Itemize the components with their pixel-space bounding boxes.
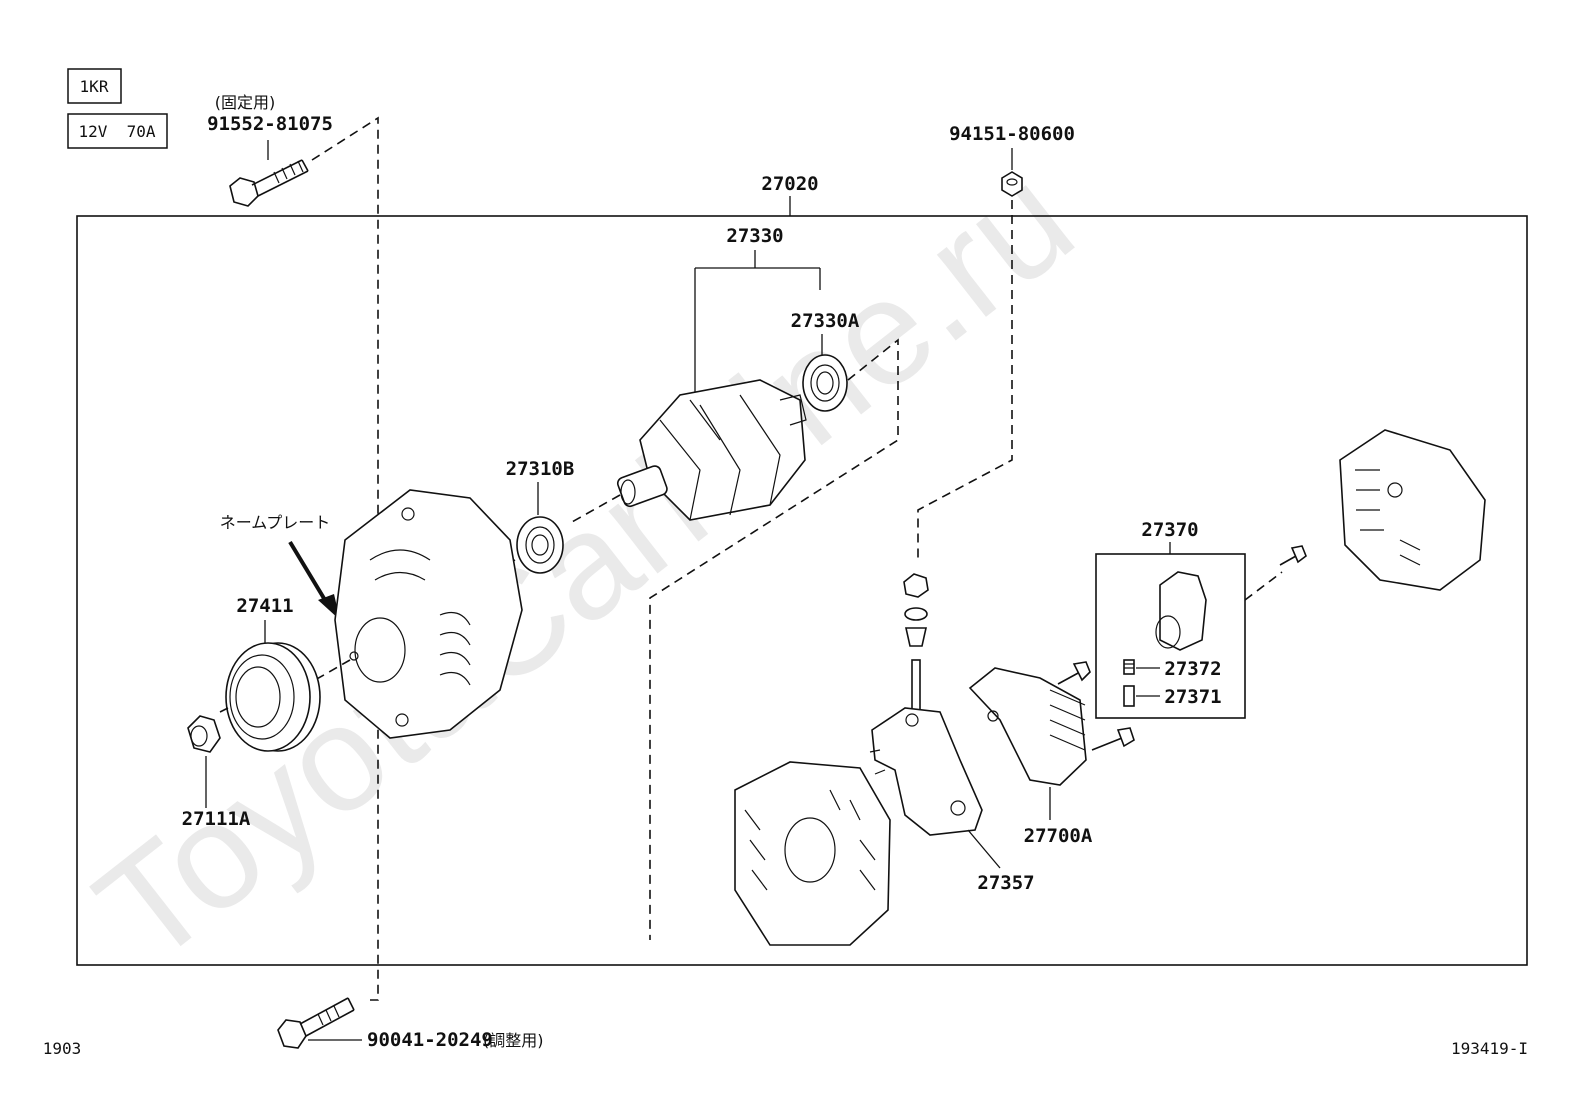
bracket-rotor-assy [694, 250, 821, 400]
part-number-bolt-fixing: 91552-81075 [207, 113, 333, 135]
regulator-icon [968, 667, 1087, 786]
part-number-regulator: 27700A [1024, 825, 1093, 847]
nut-top-icon [1001, 171, 1023, 197]
regulator-screw-upper-icon [1057, 661, 1091, 685]
part-number-pulley-nut: 27111A [182, 808, 251, 830]
dash-line-rotor [649, 338, 899, 940]
part-number-nut-top: 94151-80600 [949, 123, 1075, 145]
brush-icon [1123, 685, 1135, 707]
nameplate-note: ネームプレート [220, 513, 331, 532]
bolt-fixing-icon [229, 159, 309, 207]
watermark-text: ToyotaCarMine.ru [66, 134, 1102, 995]
footer-right-code: 193419-I [1451, 1039, 1528, 1058]
dash-line-pulley-nut [219, 707, 229, 713]
dash-line-end-cover [1244, 571, 1283, 601]
dash-line-rotor-front [571, 494, 621, 523]
brush-spring-icon [1123, 659, 1135, 675]
brush-holder-icon [1155, 571, 1207, 651]
end-cover-icon [1339, 429, 1486, 591]
rear-housing-icon [734, 761, 891, 946]
rotor-bearing-icon [802, 354, 848, 412]
assembly-frame [76, 215, 1528, 966]
footer-left-code: 1903 [43, 1039, 82, 1058]
watermark: ToyotaCarMine.ru [66, 134, 1102, 995]
fixing-note: (固定用) [215, 93, 276, 112]
part-number-bolt-adjusting: 90041-20249 [367, 1029, 493, 1051]
regulator-screw-lower-icon [1091, 727, 1135, 751]
part-number-front-bearing: 27310B [506, 458, 575, 480]
dash-line-housing-pulley [314, 659, 351, 681]
dash-line-nut-top [917, 200, 1013, 560]
nameplate-arrowhead [318, 594, 340, 620]
rotor-icon [616, 379, 807, 521]
part-number-rotor-bearing: 27330A [791, 310, 860, 332]
part-number-alternator-assy: 27020 [761, 173, 818, 195]
dash-line-fixing-bolt [311, 116, 379, 1001]
leader-rectifier-holder [967, 829, 1001, 869]
engine-tag: 1KR [80, 77, 109, 96]
part-number-brush-holder: 27370 [1141, 519, 1198, 541]
part-number-brush: 27371 [1164, 686, 1221, 708]
brush-holder-box [1095, 553, 1246, 719]
spec-tag-box [67, 113, 168, 149]
pulley-nut-icon [187, 715, 221, 753]
front-housing-icon [334, 489, 523, 739]
part-number-rotor-assy: 27330 [726, 225, 783, 247]
spec-tag: 12V 70A [78, 122, 155, 141]
terminal-insulator-icon [903, 573, 929, 711]
part-number-rectifier-holder: 27357 [977, 872, 1034, 894]
end-cover-screw-icon [1279, 545, 1307, 566]
rectifier-holder-icon [869, 707, 983, 836]
part-number-pulley: 27411 [236, 595, 293, 617]
part-number-brush-spring: 27372 [1164, 658, 1221, 680]
front-bearing-icon [516, 516, 564, 574]
engine-tag-box [67, 68, 122, 104]
bolt-adjusting-icon [277, 997, 355, 1049]
pulley-icon [225, 642, 321, 752]
adjusting-note: (調整用) [483, 1031, 544, 1050]
nameplate-arrow [288, 540, 330, 607]
